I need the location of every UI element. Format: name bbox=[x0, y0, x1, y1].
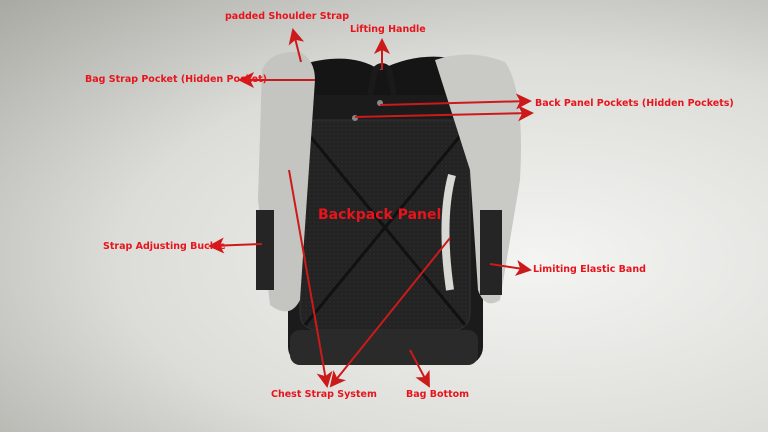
label-strap-pocket: Bag Strap Pocket (Hidden Pocket) bbox=[85, 74, 267, 85]
label-backpack-panel: Backpack Panel bbox=[318, 207, 442, 223]
label-elastic-band: Limiting Elastic Band bbox=[533, 264, 646, 275]
label-chest-strap: Chest Strap System bbox=[271, 389, 377, 400]
label-back-panel-pockets: Back Panel Pockets (Hidden Pockets) bbox=[535, 98, 734, 109]
backpack-illustration bbox=[256, 51, 521, 365]
label-lifting-handle: Lifting Handle bbox=[350, 24, 426, 35]
annotation-arrows bbox=[208, 28, 534, 388]
label-strap-buckle: Strap Adjusting Buckle bbox=[103, 241, 226, 252]
label-shoulder-strap: padded Shoulder Strap bbox=[225, 11, 350, 22]
label-bag-bottom: Bag Bottom bbox=[406, 389, 470, 400]
